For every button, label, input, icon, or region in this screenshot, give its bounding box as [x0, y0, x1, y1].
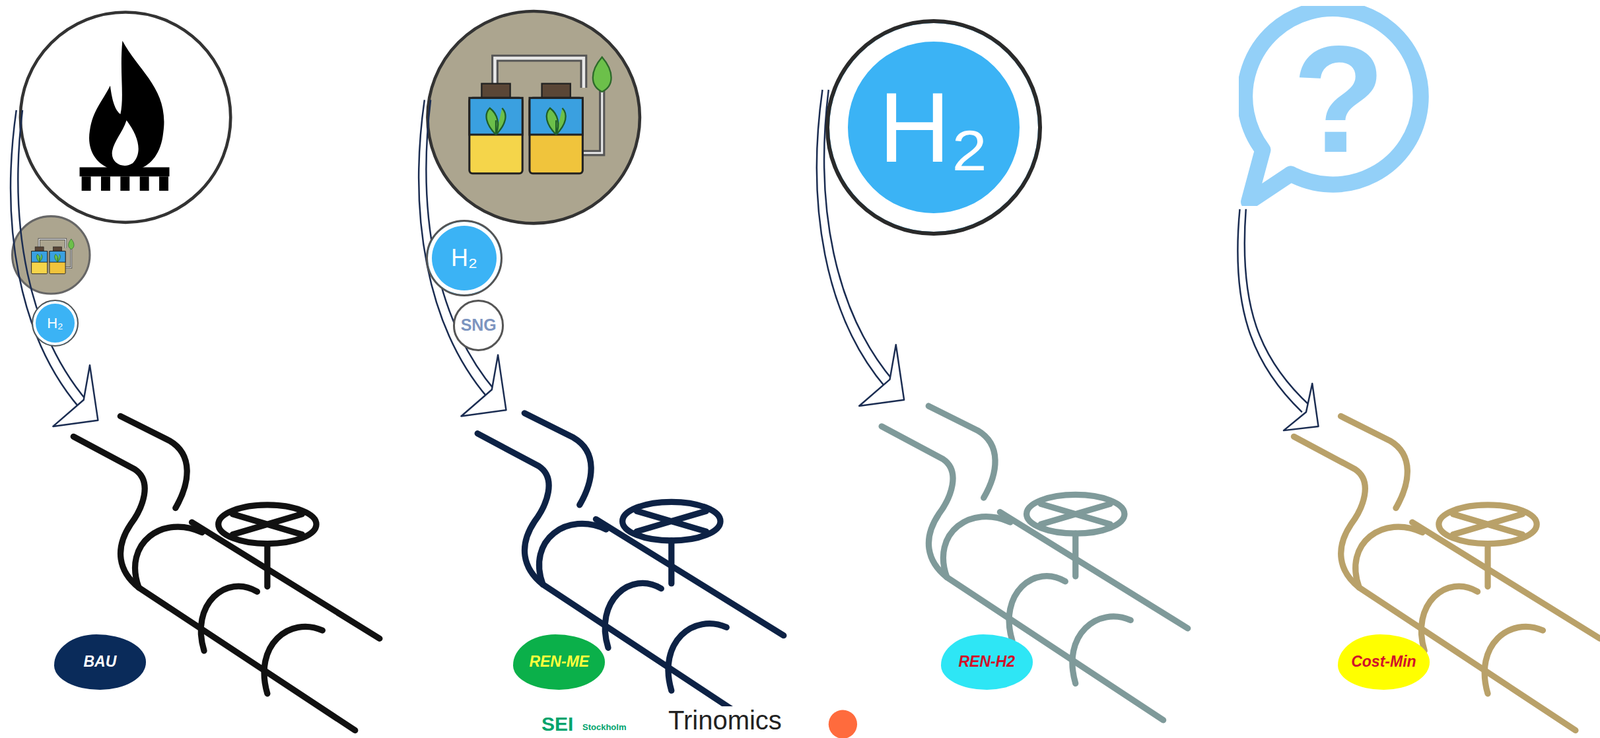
scenario-badge: BAU: [54, 634, 146, 690]
scenario-name: REN-ME: [528, 654, 590, 670]
scenario-badge: Cost-Min: [1337, 634, 1430, 690]
logo-text: Trinomics: [665, 706, 785, 735]
logo-text: Stockholm: [579, 723, 629, 733]
h2-small-circle: H₂: [425, 219, 503, 297]
scenario-badge: REN-H2: [940, 634, 1033, 690]
h2-big-circle: H₂: [825, 19, 1043, 236]
node-text: ?: [1292, 23, 1386, 176]
node-text: H₂: [451, 246, 478, 271]
sng-circle: SNG: [452, 299, 504, 351]
question-bubble: ?: [1238, 5, 1439, 207]
node-text: H₂: [46, 316, 63, 331]
scenario-name: REN-H2: [958, 654, 1015, 670]
node-text: H₂: [878, 77, 990, 177]
scenario-badge: REN-ME: [513, 634, 605, 690]
h2-small-circle: H₂: [31, 299, 79, 347]
node-text: SNG: [460, 316, 497, 334]
scenario-name: Cost-Min: [1351, 654, 1416, 670]
scenario-name: BAU: [83, 654, 117, 670]
logo-text: SEI: [538, 713, 576, 735]
